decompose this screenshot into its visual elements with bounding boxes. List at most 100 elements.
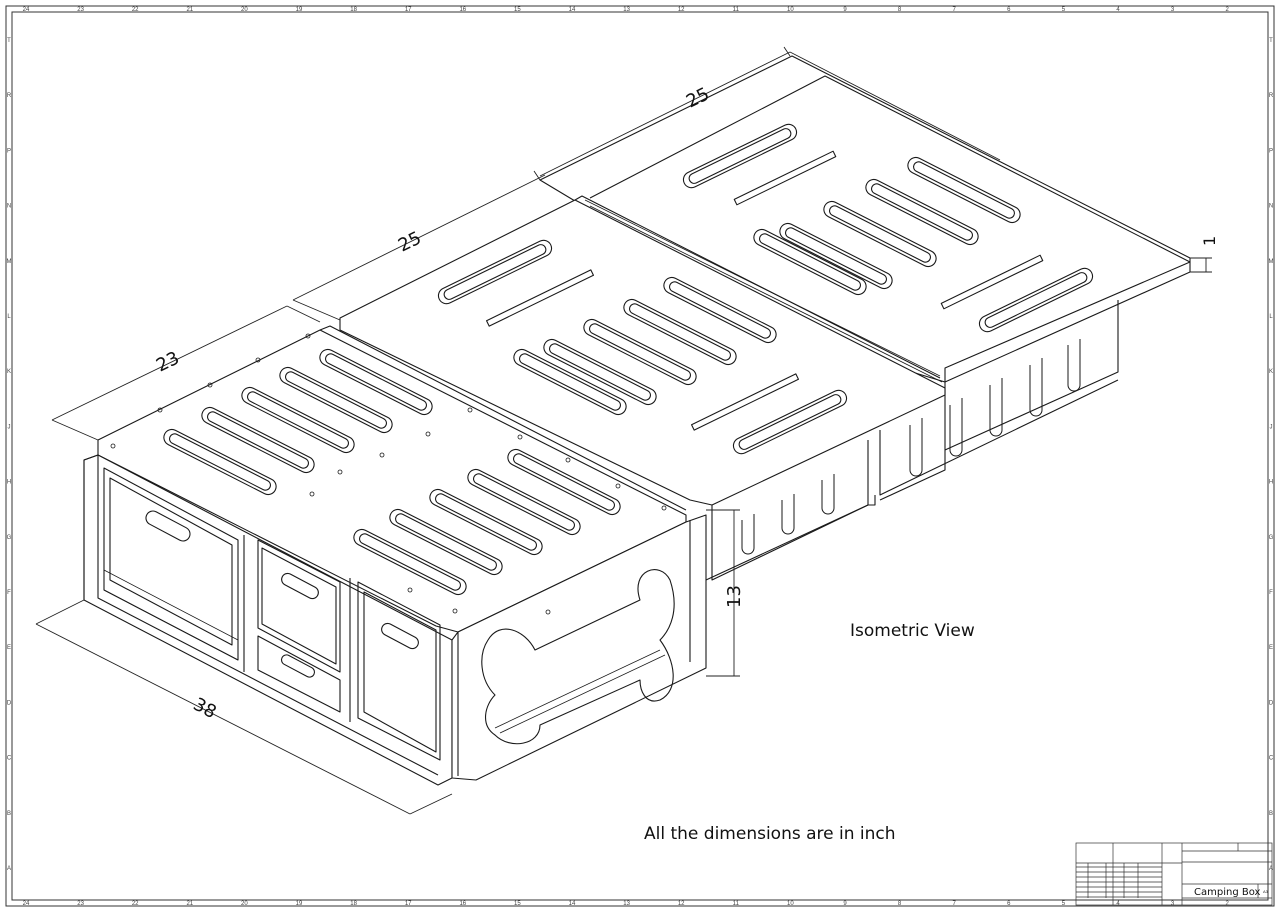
zone-column-label: 4 (1116, 901, 1120, 907)
zone-row-label: L (1269, 314, 1273, 320)
zone-column-label: 5 (1062, 7, 1066, 13)
zone-row-label: H (7, 480, 11, 486)
zone-column-label: 21 (186, 7, 193, 13)
zone-row-label: G (7, 535, 12, 541)
zone-row-label: E (7, 645, 11, 651)
sheet-border (5, 5, 1275, 907)
title-block-drawing-title: Camping Box (1194, 887, 1261, 898)
zone-row-label: J (1270, 424, 1273, 430)
zone-row-label: P (7, 148, 11, 154)
zone-column-label: 7 (953, 901, 957, 907)
title-block (1075, 842, 1273, 906)
zone-row-label: N (1269, 204, 1273, 210)
dim-box-depth: 23 (153, 348, 183, 377)
zone-row-label: B (7, 811, 11, 817)
zone-column-label: 12 (678, 7, 685, 13)
zone-column-label: 6 (1007, 7, 1011, 13)
zone-column-label: 18 (350, 7, 357, 13)
box-body (83, 325, 707, 786)
zone-column-label: 7 (953, 7, 957, 13)
zone-row-label: R (7, 93, 12, 99)
zone-column-label: 13 (623, 7, 630, 13)
dim-box-length: 38 (190, 694, 220, 723)
zone-row-label: D (1269, 700, 1274, 706)
drawer-right (357, 581, 441, 761)
zone-column-label: 24 (23, 901, 30, 907)
zone-column-label: 17 (405, 7, 412, 13)
zone-column-label: 10 (787, 901, 794, 907)
zone-column-label: 14 (569, 901, 576, 907)
zone-row-label: R (1269, 93, 1274, 99)
zone-column-label: 3 (1171, 901, 1175, 907)
zone-column-label: 22 (132, 7, 139, 13)
zone-row-label: J (8, 424, 11, 430)
zone-row-label: C (7, 756, 12, 762)
zone-column-label: 17 (405, 901, 412, 907)
zone-column-labels-top: 242322212019181716151413121110987654321 (23, 7, 1230, 13)
dim-panel-thickness: 1 (1200, 236, 1219, 246)
zone-column-label: 6 (1007, 901, 1011, 907)
zone-column-label: 12 (678, 901, 685, 907)
zone-column-label: 11 (733, 901, 740, 907)
zone-column-label: 14 (569, 7, 576, 13)
zone-column-label: 23 (77, 901, 84, 907)
lid-panel-middle (339, 195, 946, 581)
zone-column-label: 16 (459, 7, 466, 13)
lid-panel-far (539, 55, 1191, 501)
zone-row-label: T (1269, 38, 1273, 44)
zone-column-label: 8 (898, 901, 902, 907)
zone-column-label: 13 (623, 901, 630, 907)
drawer-small-top (257, 539, 341, 673)
zone-row-label: C (1269, 756, 1274, 762)
zone-column-label: 22 (132, 901, 139, 907)
zone-column-label: 11 (733, 7, 740, 13)
zone-column-label: 5 (1062, 901, 1066, 907)
zone-column-label: 15 (514, 901, 521, 907)
dim-lid-middle-length: 25 (395, 228, 425, 257)
title-block-sheet-size: A3 (1263, 889, 1269, 894)
dim-box-height: 13 (724, 585, 745, 608)
zone-row-label: T (7, 38, 11, 44)
zone-column-label: 3 (1171, 7, 1175, 13)
zone-row-label: M (1269, 259, 1274, 265)
zone-column-label: 15 (514, 7, 521, 13)
zone-row-label: E (1269, 645, 1273, 651)
zone-row-label: H (1269, 480, 1273, 486)
zone-column-label: 8 (898, 7, 902, 13)
zone-column-label: 19 (296, 7, 303, 13)
zone-row-label: L (7, 314, 11, 320)
zone-row-label: P (1269, 148, 1273, 154)
zone-row-label: B (1269, 811, 1273, 817)
zone-row-label: N (7, 204, 11, 210)
base-plate-edge (705, 495, 876, 581)
zone-column-label: 4 (1116, 7, 1120, 13)
zone-row-label: D (7, 700, 12, 706)
zone-column-label: 20 (241, 901, 248, 907)
zone-column-label: 21 (186, 901, 193, 907)
zone-column-label: 20 (241, 7, 248, 13)
zone-row-label: F (1269, 590, 1273, 596)
zone-row-label: A (1269, 866, 1273, 872)
zone-column-label: 2 (1226, 901, 1230, 907)
zone-row-label: M (7, 259, 12, 265)
zone-column-labels-bottom: 242322212019181716151413121110987654321 (23, 901, 1230, 907)
zone-column-label: 10 (787, 7, 794, 13)
zone-row-label: F (7, 590, 11, 596)
zone-column-label: 19 (296, 901, 303, 907)
zone-row-label: K (7, 369, 11, 375)
zone-column-label: 9 (843, 901, 847, 907)
dimension-lines (35, 46, 1212, 815)
drawer-small-bottom (257, 635, 341, 713)
zone-column-label: 23 (77, 7, 84, 13)
zone-column-label: 24 (23, 7, 30, 13)
view-label: Isometric View (850, 621, 975, 641)
units-note: All the dimensions are in inch (644, 824, 896, 844)
zone-column-label: 16 (459, 901, 466, 907)
zone-row-label: K (1269, 369, 1273, 375)
zone-column-label: 9 (843, 7, 847, 13)
zone-column-label: 18 (350, 901, 357, 907)
camping-box-isometric (83, 55, 1191, 786)
